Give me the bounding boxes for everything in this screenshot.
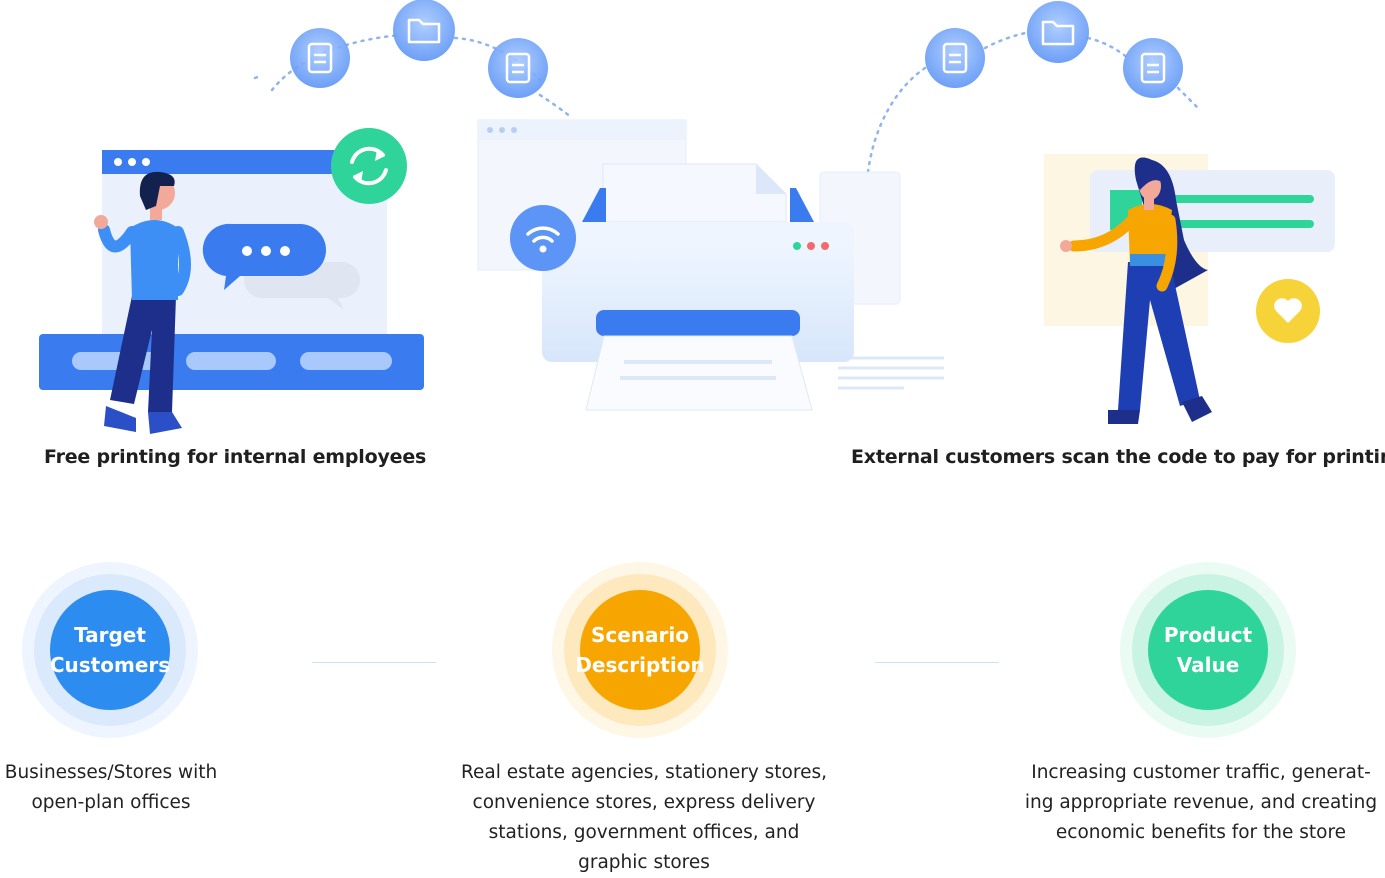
connector-line — [312, 662, 436, 663]
document-icon — [925, 28, 985, 88]
product-value-description: Increasing customer traffic, generat-ing… — [1024, 762, 1378, 843]
target-customers-title-line1: Target — [74, 623, 146, 647]
document-icon — [488, 38, 548, 98]
product-value-badge: Product Value — [1120, 562, 1296, 738]
target-customers-description: Businesses/Stores with open-plan offices — [4, 762, 218, 813]
target-customers-circle: Target Customers — [50, 590, 170, 710]
wifi-icon — [510, 205, 576, 271]
folder-icon — [393, 0, 455, 61]
caption-external-customers: External customers scan the code to pay … — [851, 446, 1385, 468]
scenario-description-title-line1: Scenario — [590, 623, 690, 647]
connector-line — [875, 662, 999, 663]
woman-icon — [1060, 157, 1212, 424]
product-value-circle: Product Value — [1148, 590, 1268, 710]
document-icon — [290, 28, 350, 88]
document-icon — [1123, 38, 1183, 98]
product-value-title-line2: Value — [1176, 653, 1240, 677]
scenario-description-title-line2: Description — [575, 653, 705, 677]
heart-icon — [1256, 279, 1320, 343]
scenario-description-text: Real estate agencies, stationery stores,… — [461, 762, 827, 873]
target-customers-badge: Target Customers — [22, 562, 198, 738]
refresh-icon — [331, 128, 407, 204]
man-icon — [94, 171, 191, 434]
scenario-description-badge: Scenario Description — [552, 562, 728, 738]
target-customers-title-line2: Customers — [49, 653, 171, 677]
product-value-title-line1: Product — [1163, 623, 1253, 647]
folder-icon — [1027, 1, 1089, 63]
caption-internal-employees: Free printing for internal employees — [44, 446, 427, 468]
chat-bubble-icon — [202, 223, 360, 310]
scenario-description-circle: Scenario Description — [575, 590, 705, 710]
dotted-arc-right — [866, 30, 1200, 174]
printer-icon — [477, 119, 944, 411]
illustration — [39, 0, 1335, 434]
